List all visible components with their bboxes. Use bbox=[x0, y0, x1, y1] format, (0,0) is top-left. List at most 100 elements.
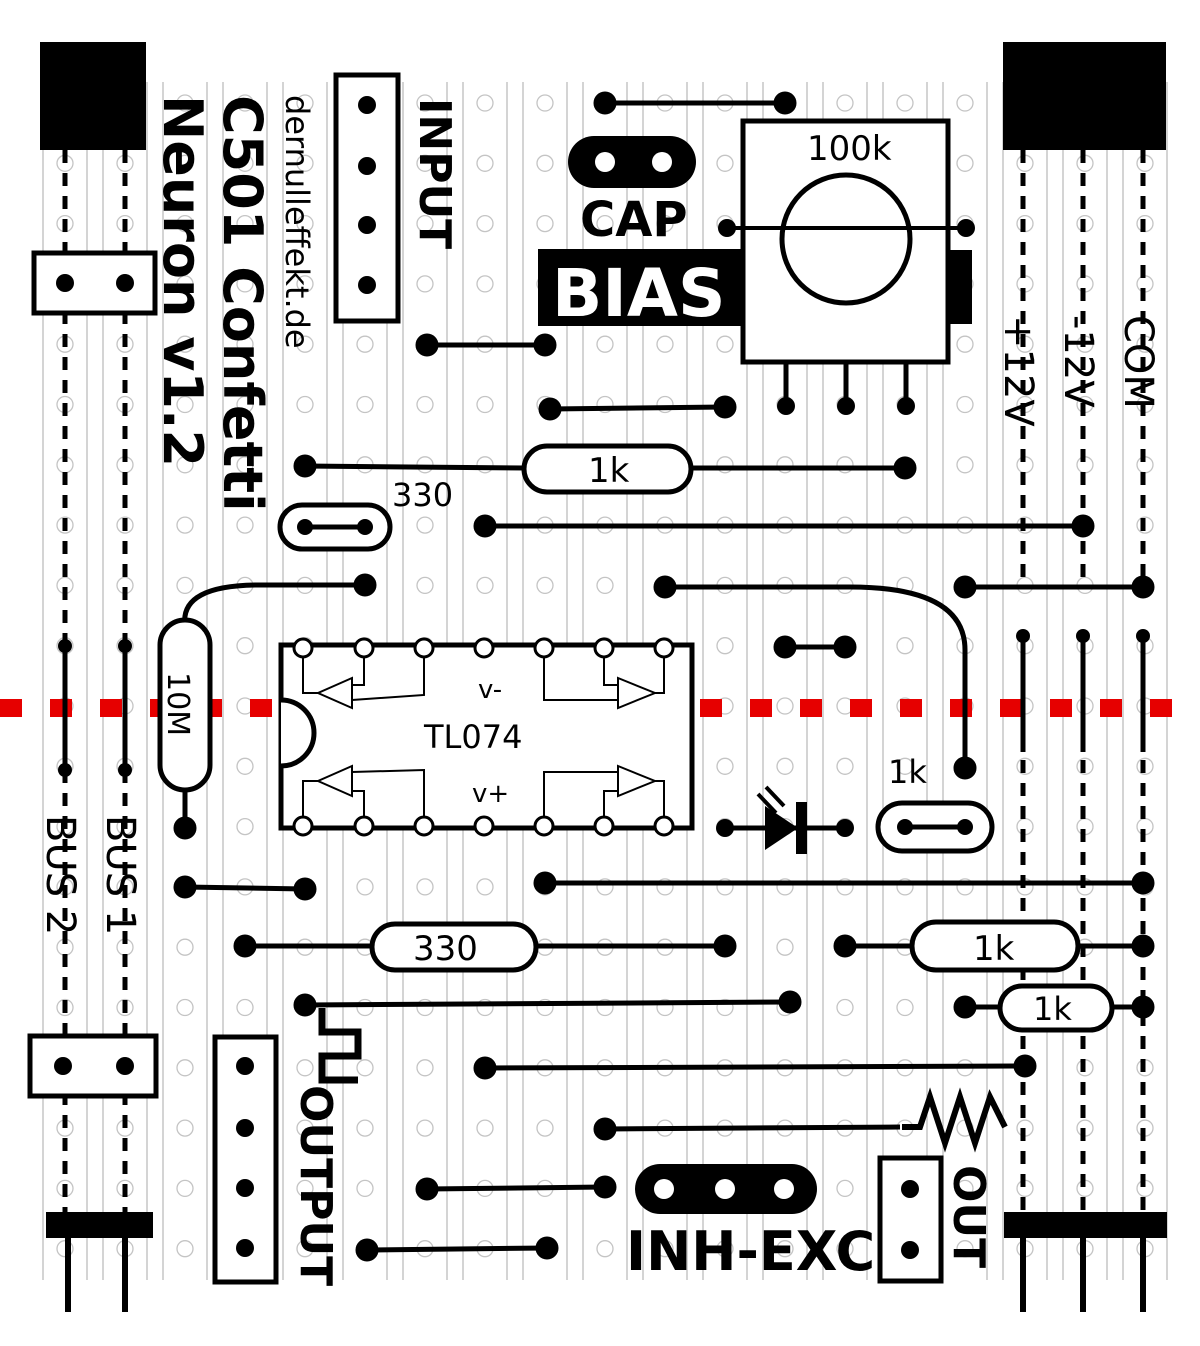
hole bbox=[176, 275, 194, 293]
hole bbox=[356, 1179, 374, 1198]
inh-exc-jumper bbox=[635, 1164, 817, 1214]
output-header bbox=[212, 1034, 279, 1285]
hole bbox=[296, 335, 314, 353]
bus2-label: BUS 2 bbox=[37, 815, 83, 935]
output-label: OUTPUT bbox=[290, 1085, 341, 1286]
hole bbox=[476, 576, 494, 595]
wire-links bbox=[173, 91, 1155, 1262]
hole bbox=[836, 1240, 854, 1258]
resistor-1k-right-a-label: 1k bbox=[973, 929, 1015, 969]
bus-jumper-top bbox=[31, 250, 158, 316]
led bbox=[716, 785, 854, 854]
resistor-1k-top: 1k bbox=[521, 443, 694, 495]
hole bbox=[416, 878, 434, 896]
hole bbox=[776, 1240, 794, 1258]
hole bbox=[356, 335, 374, 353]
hole bbox=[176, 395, 194, 414]
hole bbox=[596, 576, 614, 595]
title-line2: Neuron v1.2 bbox=[151, 95, 214, 467]
hole bbox=[116, 516, 134, 534]
hole bbox=[236, 637, 254, 655]
hole bbox=[416, 94, 434, 112]
input-label: INPUT bbox=[409, 98, 460, 249]
hole bbox=[596, 878, 614, 896]
out-jumper bbox=[877, 1155, 944, 1284]
hole bbox=[716, 335, 734, 353]
hole bbox=[56, 998, 74, 1017]
hole bbox=[956, 94, 974, 112]
website-label: dernulleffekt.de bbox=[278, 95, 316, 349]
resistor-330-top-label: 330 bbox=[392, 476, 453, 514]
resistor-1k-top-label: 1k bbox=[588, 451, 630, 491]
hole bbox=[896, 998, 914, 1017]
hole bbox=[656, 335, 674, 353]
resistor-1k-vertical bbox=[875, 800, 995, 854]
hole bbox=[176, 1119, 194, 1137]
hole bbox=[596, 998, 614, 1017]
ic-vplus: v+ bbox=[472, 779, 509, 809]
hole bbox=[716, 154, 734, 172]
hole bbox=[656, 395, 674, 414]
resistor-10m: 10M bbox=[157, 617, 213, 793]
hole bbox=[776, 878, 794, 896]
hole bbox=[416, 1059, 434, 1077]
hole bbox=[596, 1240, 614, 1258]
cap-jumper bbox=[568, 136, 696, 188]
resistor-1k-vertical-label: 1k bbox=[888, 753, 927, 791]
hole bbox=[236, 998, 254, 1017]
hole bbox=[1136, 757, 1154, 775]
hole bbox=[236, 335, 254, 353]
hole bbox=[716, 878, 734, 896]
hole bbox=[236, 757, 254, 775]
resistor-symbol-icon bbox=[902, 1087, 1008, 1153]
hole bbox=[896, 757, 914, 775]
hole bbox=[836, 94, 854, 112]
hole bbox=[476, 275, 494, 293]
hole bbox=[296, 154, 314, 172]
out-label: OUT bbox=[943, 1165, 994, 1268]
hole bbox=[476, 998, 494, 1017]
inh-exc-label: INH-EXC bbox=[626, 1220, 875, 1283]
hole bbox=[416, 154, 434, 172]
hole bbox=[836, 878, 854, 896]
hole bbox=[536, 998, 554, 1017]
hole bbox=[656, 998, 674, 1017]
ic-vminus: v- bbox=[478, 675, 502, 705]
hole bbox=[356, 998, 374, 1017]
hole bbox=[476, 878, 494, 896]
hole bbox=[536, 154, 554, 172]
hole bbox=[836, 1179, 854, 1198]
hole bbox=[776, 697, 794, 715]
hole bbox=[236, 456, 254, 474]
resistor-330-top bbox=[277, 502, 393, 552]
plus12v-label: +12V bbox=[995, 315, 1041, 427]
hole bbox=[596, 395, 614, 414]
hole bbox=[296, 94, 314, 112]
hole bbox=[476, 154, 494, 172]
hole bbox=[956, 878, 974, 896]
hole bbox=[416, 395, 434, 414]
hole bbox=[236, 154, 254, 172]
hole bbox=[536, 1119, 554, 1137]
hole bbox=[176, 335, 194, 353]
hole bbox=[956, 456, 974, 474]
hole bbox=[416, 998, 434, 1017]
hole bbox=[416, 214, 434, 233]
hole bbox=[656, 214, 674, 233]
hole bbox=[896, 637, 914, 655]
hole bbox=[956, 335, 974, 353]
resistor-330-bottom: 330 bbox=[369, 921, 539, 973]
hole bbox=[236, 516, 254, 534]
hole bbox=[296, 1119, 314, 1137]
hole bbox=[296, 1059, 314, 1077]
hole bbox=[476, 456, 494, 474]
hole bbox=[176, 456, 194, 474]
hole bbox=[1016, 757, 1034, 775]
hole bbox=[596, 214, 614, 233]
hole bbox=[296, 1240, 314, 1258]
potentiometer bbox=[718, 118, 975, 415]
hole bbox=[656, 1240, 674, 1258]
hole bbox=[896, 878, 914, 896]
bus-jumper-bottom bbox=[27, 1033, 159, 1099]
